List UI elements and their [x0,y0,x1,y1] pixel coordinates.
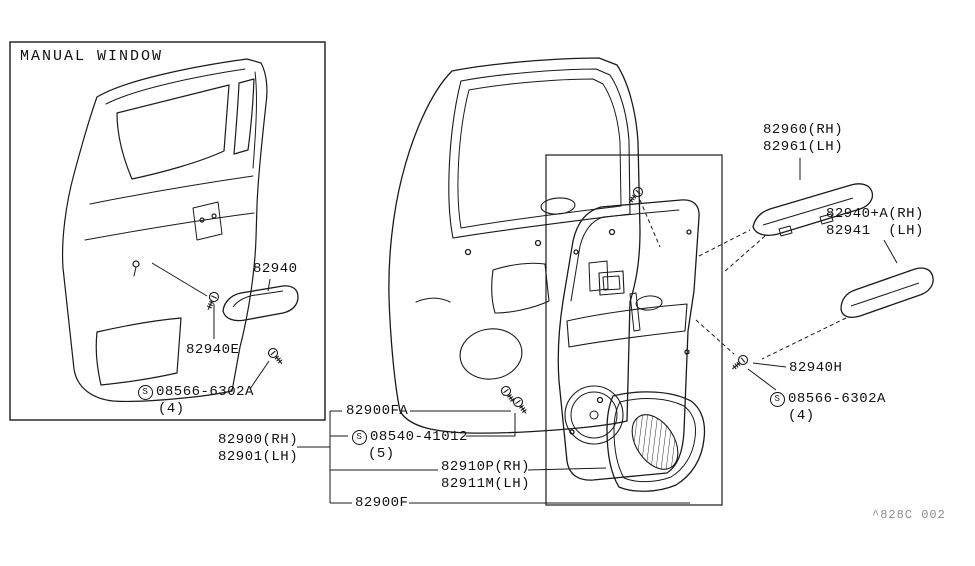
label-armrest-rh: 82940+A(RH) [826,206,924,222]
screw-icon [728,353,750,373]
label-screw-82940h: 82940H [789,360,843,376]
hardware-part-number: 08566-6302A [156,384,254,400]
hardware-part-number: 08540-41012 [370,429,468,445]
standard-screw-icon: S [138,384,153,400]
label-hardware-right-qty: (4) [788,408,815,424]
label-armrest-82940: 82940 [253,261,298,277]
leader-lines [151,158,898,504]
armrest-82940a [840,267,934,318]
armrest-82960 [752,183,874,237]
screw-icon [203,290,221,313]
manual-window-title: MANUAL WINDOW [20,48,164,65]
screw-icons [203,185,750,417]
armrest-82940 [222,285,299,322]
hardware-part-number: 08566-6302A [788,391,886,407]
label-hardware-right: S 08566-6302A [770,391,886,407]
manual-window-trim-panel [62,58,268,402]
label-armrest-lh: 82941 (LH) [826,223,924,239]
screw-icon [266,346,286,368]
label-finisher-lh: 82901(LH) [218,449,299,465]
label-clip-82900f: 82900F [355,495,409,511]
label-hardware-left-qty: (4) [158,401,185,417]
standard-screw-icon: S [770,391,785,407]
speaker-grille-finisher [606,391,706,492]
label-armrest-upper-rh: 82960(RH) [763,122,844,138]
label-finisher-rh: 82900(RH) [218,432,299,448]
label-hardware-left: S 08566-6302A [138,384,254,400]
diagram-reference-code: ^828C 002 [872,508,946,522]
reference-dashed-lines [639,199,847,360]
trim-assembly-box [545,154,723,506]
label-hardware-trim: S 08540-41012 [352,429,468,445]
label-clip-82900fa: 82900FA [346,403,409,419]
trim-panel [557,199,700,481]
label-speaker-grille-rh: 82910P(RH) [441,459,531,475]
door-shell [388,57,641,434]
screw-icon [499,384,519,406]
screw-icon [511,395,531,417]
manual-window-box [9,41,326,421]
label-armrest-upper-lh: 82961(LH) [763,139,844,155]
standard-screw-icon: S [352,429,367,445]
label-screw-82940e: 82940E [186,342,240,358]
label-speaker-grille-lh: 82911M(LH) [441,476,531,492]
label-hardware-trim-qty: (5) [368,446,395,462]
